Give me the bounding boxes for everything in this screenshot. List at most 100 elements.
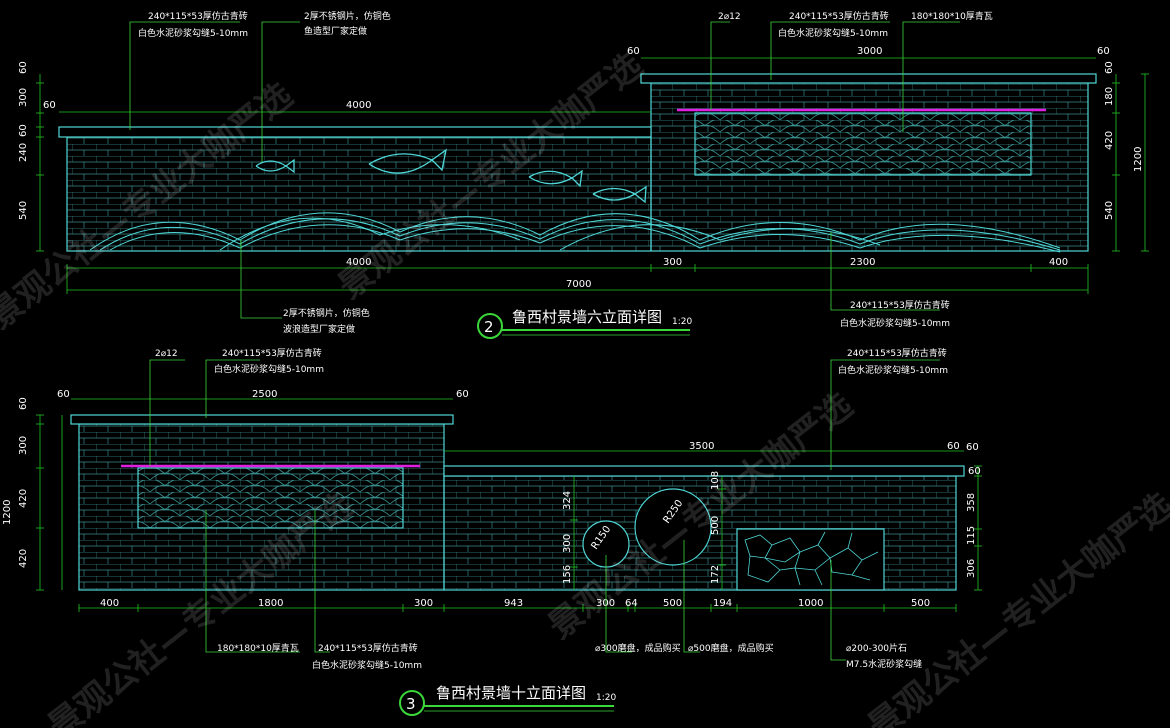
e2-title-number: 2: [484, 318, 494, 336]
e3-circle-500: 500: [710, 516, 721, 535]
dim-lines-e3: [36, 398, 982, 612]
e2-left-60b: 60: [18, 124, 29, 137]
e3-circle-172: 172: [710, 565, 721, 584]
e2-note-fish-2: 鱼造型厂家定做: [304, 25, 367, 37]
dim-lines-e2: [36, 57, 1149, 294]
e3-bottom-1800: 1800: [258, 598, 283, 609]
e3-right-306: 306: [966, 559, 977, 578]
tile-panel-3: [137, 467, 404, 529]
e2-bottom-400: 400: [1049, 257, 1068, 268]
e2-top-60-mid: 60: [627, 46, 640, 57]
e3-right-115: 115: [966, 526, 977, 545]
e2-top-3000: 3000: [857, 46, 882, 57]
e3-right-358: 358: [966, 493, 977, 512]
e3-top-3500: 3500: [689, 441, 714, 452]
e3-note-stone-1: ⌀200-300片石: [846, 642, 907, 654]
elevation-2: 60 300 60 240 540 60 180 420 540 1200 60…: [18, 10, 1149, 339]
e2-note-fish-1: 2厚不锈钢片，仿铜色: [304, 10, 391, 22]
e2-bottom-300: 300: [663, 257, 682, 268]
wave-ornament: [89, 212, 1061, 253]
e2-left-60a: 60: [18, 61, 29, 74]
e2-top-4000: 4000: [346, 100, 371, 111]
e3-left-1200: 1200: [2, 500, 13, 525]
e3-circle-156: 156: [562, 565, 573, 584]
e3-bottom-500a: 500: [663, 598, 682, 609]
stone-panel: [736, 528, 885, 591]
e2-note-wave-1: 2厚不锈钢片，仿铜色: [283, 307, 370, 319]
e3-top-60-left: 60: [57, 389, 70, 400]
e3-left-420b: 420: [18, 549, 29, 568]
e3-top-2500: 2500: [252, 389, 277, 400]
e3-bottom-943: 943: [504, 598, 523, 609]
e2-note-tile: 180*180*10厚青瓦: [911, 10, 993, 22]
e3-top-60-right: 60: [947, 441, 960, 452]
e3-bottom-194: 194: [713, 598, 732, 609]
e3-note-brick-bottom-2: 白色水泥砂浆勾缝5-10mm: [312, 659, 422, 671]
e3-note-disc300: ⌀300磨盘，成品购买: [595, 642, 681, 654]
e3-note-disc500: ⌀500磨盘，成品购买: [688, 642, 774, 654]
e2-note-wave-2: 波浪造型厂家定做: [283, 323, 355, 335]
e2-right-180: 180: [1104, 87, 1115, 106]
e3-circle-300: 300: [562, 534, 573, 553]
e2-note-brick-bottom-2: 白色水泥砂浆勾缝5-10mm: [840, 317, 950, 329]
e3-right-60a: 60: [966, 442, 979, 453]
e3-note-stone-2: M7.5水泥砂浆勾缝: [846, 658, 922, 670]
wall-left-cap: [58, 126, 652, 138]
e3-scale: 1:20: [596, 693, 616, 703]
e3-note-brick-right-2: 白色水泥砂浆勾缝5-10mm: [838, 364, 948, 376]
e2-note-brick-top-1: 240*115*53厚仿古青砖: [148, 10, 248, 22]
e3-title-number: 3: [406, 695, 416, 713]
e3-bottom-300a: 300: [414, 598, 433, 609]
e2-right-540: 540: [1104, 201, 1115, 220]
disc-500: [634, 488, 712, 566]
e3-note-rebar: 2⌀12: [155, 349, 178, 359]
e2-bottom-2300: 2300: [850, 257, 875, 268]
e3-circle-108: 108: [710, 471, 721, 490]
e2-left-540: 540: [18, 201, 29, 220]
e2-bottom-4000: 4000: [346, 257, 371, 268]
e2-note-brick-bottom-1: 240*115*53厚仿古青砖: [850, 299, 950, 311]
e3-left-300: 300: [18, 436, 29, 455]
e3-note-tile: 180*180*10厚青瓦: [217, 642, 299, 654]
e2-note-rebar: 2⌀12: [718, 12, 741, 22]
e2-bottom-7000: 7000: [566, 279, 591, 290]
leaders-e2: [129, 21, 960, 319]
e2-scale: 1:20: [672, 317, 692, 327]
tile-panel: [694, 112, 1032, 176]
e3-bottom-400: 400: [100, 598, 119, 609]
e2-right-60: 60: [1104, 61, 1115, 74]
e3-left-420a: 420: [18, 489, 29, 508]
wall-left-body: [66, 136, 652, 252]
e2-note-brick-right-1: 240*115*53厚仿古青砖: [789, 10, 889, 22]
e3-note-brick-bottom-1: 240*115*53厚仿古青砖: [318, 642, 418, 654]
stone-pattern: [744, 531, 879, 586]
e2-note-brick-top-2: 白色水泥砂浆勾缝5-10mm: [138, 27, 248, 39]
e2-right-420: 420: [1104, 131, 1115, 150]
e3-top-60-mid: 60: [456, 389, 469, 400]
e2-title-circle: [477, 313, 503, 339]
e2-top-60-left: 60: [43, 100, 56, 111]
e3-left-60: 60: [18, 397, 29, 410]
e3-note-brick-top-1: 240*115*53厚仿古青砖: [222, 347, 322, 359]
e2-left-300: 300: [18, 88, 29, 107]
e2-top-60-right: 60: [1097, 46, 1110, 57]
e2-right-1200: 1200: [1133, 147, 1144, 172]
e3-bottom-64: 64: [625, 598, 638, 609]
e3-bottom-1000: 1000: [798, 598, 823, 609]
e3-bottom-300b: 300: [596, 598, 615, 609]
wall3-left-cap: [70, 414, 454, 425]
e3-note-brick-right-1: 240*115*53厚仿古青砖: [847, 347, 947, 359]
e3-right-60b: 60: [968, 466, 981, 477]
e3-note-brick-top-2: 白色水泥砂浆勾缝5-10mm: [214, 363, 324, 375]
e3-title-circle: [399, 690, 425, 716]
e3-circle-324: 324: [562, 491, 573, 510]
fish-ornaments: [255, 148, 647, 204]
e2-title: 鲁西村景墙六立面详图: [512, 308, 662, 326]
wall3-right-cap: [443, 465, 965, 477]
e3-bottom-500b: 500: [911, 598, 930, 609]
e2-left-240: 240: [18, 143, 29, 162]
elevation-3: 60 300 420 420 1200 60 60 358 115 306 60…: [2, 347, 982, 716]
e3-title: 鲁西村景墙十立面详图: [436, 684, 586, 702]
leaders-e3: [149, 359, 940, 661]
